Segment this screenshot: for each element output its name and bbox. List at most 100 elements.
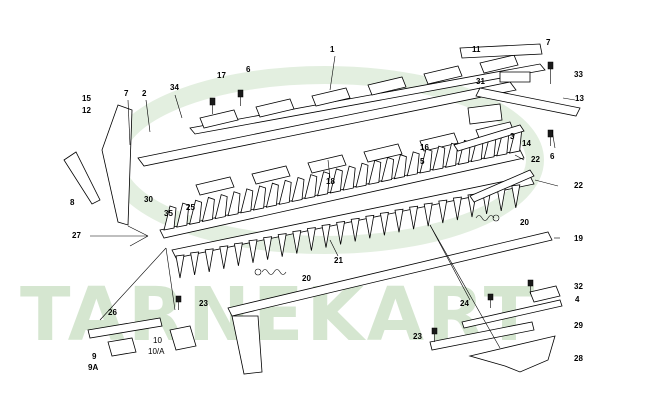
callout-3: 3	[510, 132, 515, 141]
callout-13: 13	[575, 94, 584, 103]
callout-10a: 10/A	[148, 347, 165, 356]
finger-tooth-icon	[394, 208, 404, 233]
knife-section-icon	[201, 196, 215, 222]
right-arm-13	[475, 87, 581, 117]
callout-20b: 20	[520, 218, 529, 227]
tension-spring-icon	[475, 214, 500, 222]
plate-10	[169, 325, 197, 351]
bolt-icon	[209, 97, 216, 114]
knife-guard-icon	[199, 109, 239, 129]
callout-27: 27	[72, 231, 81, 240]
finger-tooth-icon	[321, 224, 331, 248]
knife-section-icon	[329, 168, 343, 194]
callout-12: 12	[82, 106, 91, 115]
plate-9	[107, 337, 137, 357]
callout-22b: 22	[574, 181, 583, 190]
finger-tooth-icon	[336, 220, 346, 245]
knife-section-icon	[214, 194, 228, 220]
block-3	[467, 103, 503, 125]
bolt-icon	[237, 89, 244, 106]
watermark-text: TARNEKART	[20, 272, 537, 358]
bar-support-leg	[231, 315, 263, 375]
bar-11	[459, 43, 543, 59]
finger-tooth-icon	[379, 211, 389, 236]
finger-tooth-icon	[292, 230, 302, 254]
knife-guard-icon	[251, 165, 291, 185]
wire-clip-27	[90, 225, 149, 247]
callout-16: 16	[420, 143, 429, 152]
bolt-icon	[175, 295, 182, 310]
explode-line	[429, 224, 471, 301]
bolt-icon	[547, 129, 554, 146]
rail-22	[469, 169, 535, 203]
left-bracket-8	[63, 151, 101, 205]
knife-section-icon	[368, 159, 382, 185]
block-4	[529, 285, 561, 303]
knife-back-bar	[137, 81, 517, 167]
callout-20a: 20	[302, 274, 311, 283]
callout-23b: 23	[413, 332, 422, 341]
finger-tooth-icon	[438, 199, 448, 224]
callout-10: 10	[153, 336, 162, 345]
knife-section-icon	[278, 179, 292, 205]
explode-line	[99, 247, 167, 321]
finger-tooth-icon	[452, 196, 462, 221]
finger-tooth-icon	[263, 236, 273, 260]
finger-tooth-icon	[175, 254, 185, 279]
callout-5: 5	[420, 157, 425, 166]
bolt-icon	[487, 293, 494, 308]
callout-1: 1	[330, 45, 335, 54]
knife-section-icon	[163, 205, 177, 231]
callout-4: 4	[575, 295, 580, 304]
plate-31	[499, 71, 531, 83]
callout-32: 32	[574, 282, 583, 291]
callout-35: 35	[164, 209, 173, 218]
callout-23a: 23	[199, 299, 208, 308]
tension-spring-icon	[254, 268, 287, 276]
callout-24: 24	[460, 299, 469, 308]
lower-guard-row	[195, 121, 515, 196]
callout-25: 25	[186, 203, 195, 212]
knife-section-icon	[419, 148, 433, 174]
knife-guard-icon	[423, 65, 463, 85]
knife-guard-icon	[419, 132, 459, 152]
knife-guard-icon	[363, 143, 403, 163]
callout-26: 26	[108, 308, 117, 317]
explode-line	[165, 247, 176, 311]
left-end-plate	[101, 104, 133, 226]
finger-tooth-icon	[365, 214, 375, 239]
finger-tooth-row	[175, 184, 521, 279]
knife-section-icon	[291, 176, 305, 203]
knife-section-icon	[381, 157, 395, 183]
finger-tooth-icon	[277, 233, 287, 257]
bar-29	[461, 299, 563, 329]
callout-33: 33	[574, 70, 583, 79]
knife-section-icon	[189, 199, 203, 225]
callout-6b: 6	[550, 152, 555, 161]
callout-11: 11	[472, 45, 481, 54]
knife-section-icon	[265, 182, 279, 208]
finger-tooth-icon	[233, 242, 243, 266]
callout-34: 34	[170, 83, 179, 92]
knife-guard-icon	[367, 76, 407, 96]
callout-2: 2	[142, 89, 147, 98]
finger-tooth-icon	[204, 248, 214, 272]
knife-section-icon	[227, 191, 241, 217]
finger-bar	[171, 175, 535, 259]
knife-section-icon	[240, 188, 254, 214]
callout-labels: 1 2 3 4 5 6 6 7 7 8 9 9A 10 10/A 11 12 1…	[70, 38, 584, 372]
explode-line	[429, 224, 501, 349]
guard-28	[468, 335, 556, 373]
finger-tooth-icon	[219, 245, 229, 269]
finger-tooth-icon	[511, 184, 521, 208]
knife-section-icon	[253, 185, 267, 211]
knife-section-icon	[304, 174, 318, 200]
callout-7b: 7	[546, 38, 551, 47]
knife-section-icon	[342, 165, 356, 191]
finger-tooth-icon	[409, 205, 419, 230]
callout-29: 29	[574, 321, 583, 330]
upper-mounting-bar	[189, 63, 546, 135]
finger-tooth-icon	[190, 251, 200, 276]
